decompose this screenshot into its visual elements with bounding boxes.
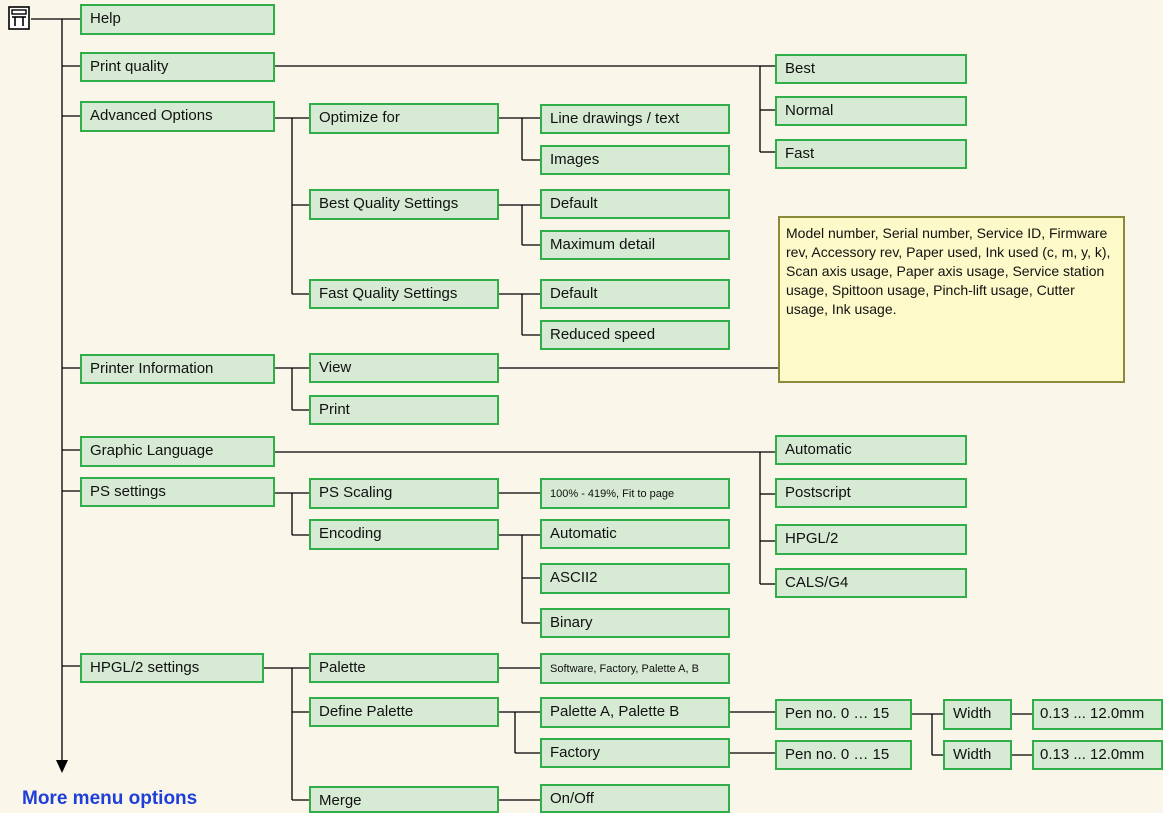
more-menu-options-link[interactable]: More menu options bbox=[22, 788, 198, 809]
menu-item-width-2[interactable]: Width bbox=[943, 740, 1012, 770]
menu-item-ps-settings[interactable]: PS settings bbox=[80, 477, 275, 507]
option-postscript[interactable]: Postscript bbox=[775, 478, 967, 508]
menu-item-hpgl2-settings[interactable]: HPGL/2 settings bbox=[80, 653, 264, 683]
option-width-range-1[interactable]: 0.13 ... 12.0mm bbox=[1032, 699, 1163, 730]
menu-item-graphic-language[interactable]: Graphic Language bbox=[80, 436, 275, 467]
menu-item-print-quality[interactable]: Print quality bbox=[80, 52, 275, 82]
option-normal[interactable]: Normal bbox=[775, 96, 967, 126]
printer-icon bbox=[8, 6, 30, 30]
menu-item-view[interactable]: View bbox=[309, 353, 499, 383]
option-ascii2[interactable]: ASCII2 bbox=[540, 563, 730, 594]
option-binary[interactable]: Binary bbox=[540, 608, 730, 638]
menu-item-optimize-for[interactable]: Optimize for bbox=[309, 103, 499, 134]
option-best-default[interactable]: Default bbox=[540, 189, 730, 219]
option-palette-list[interactable]: Software, Factory, Palette A, B bbox=[540, 653, 730, 684]
option-best[interactable]: Best bbox=[775, 54, 967, 84]
option-maximum-detail[interactable]: Maximum detail bbox=[540, 230, 730, 260]
option-line-drawings[interactable]: Line drawings / text bbox=[540, 104, 730, 134]
menu-item-fast-quality-settings[interactable]: Fast Quality Settings bbox=[309, 279, 499, 309]
menu-item-advanced-options[interactable]: Advanced Options bbox=[80, 101, 275, 132]
menu-item-print[interactable]: Print bbox=[309, 395, 499, 425]
menu-item-encoding[interactable]: Encoding bbox=[309, 519, 499, 550]
option-width-range-2[interactable]: 0.13 ... 12.0mm bbox=[1032, 740, 1163, 770]
option-reduced-speed[interactable]: Reduced speed bbox=[540, 320, 730, 350]
option-fast-default[interactable]: Default bbox=[540, 279, 730, 309]
more-arrow-icon bbox=[56, 760, 68, 773]
menu-item-width-1[interactable]: Width bbox=[943, 699, 1012, 730]
menu-item-merge[interactable]: Merge bbox=[309, 786, 499, 813]
menu-item-palette[interactable]: Palette bbox=[309, 653, 499, 683]
option-automatic[interactable]: Automatic bbox=[775, 435, 967, 465]
menu-item-ps-scaling[interactable]: PS Scaling bbox=[309, 478, 499, 509]
option-encoding-automatic[interactable]: Automatic bbox=[540, 519, 730, 549]
option-scaling-range[interactable]: 100% - 419%, Fit to page bbox=[540, 478, 730, 509]
option-hpgl2[interactable]: HPGL/2 bbox=[775, 524, 967, 555]
option-factory[interactable]: Factory bbox=[540, 738, 730, 768]
menu-item-best-quality-settings[interactable]: Best Quality Settings bbox=[309, 189, 499, 220]
option-cals-g4[interactable]: CALS/G4 bbox=[775, 568, 967, 598]
menu-item-printer-information[interactable]: Printer Information bbox=[80, 354, 275, 384]
option-pen-no-2[interactable]: Pen no. 0 … 15 bbox=[775, 740, 912, 770]
printer-info-note: Model number, Serial number, Service ID,… bbox=[778, 216, 1125, 383]
option-fast[interactable]: Fast bbox=[775, 139, 967, 169]
menu-item-define-palette[interactable]: Define Palette bbox=[309, 697, 499, 727]
option-images[interactable]: Images bbox=[540, 145, 730, 175]
option-palette-ab[interactable]: Palette A, Palette B bbox=[540, 697, 730, 728]
option-on-off[interactable]: On/Off bbox=[540, 784, 730, 813]
menu-item-help[interactable]: Help bbox=[80, 4, 275, 35]
option-pen-no-1[interactable]: Pen no. 0 … 15 bbox=[775, 699, 912, 730]
